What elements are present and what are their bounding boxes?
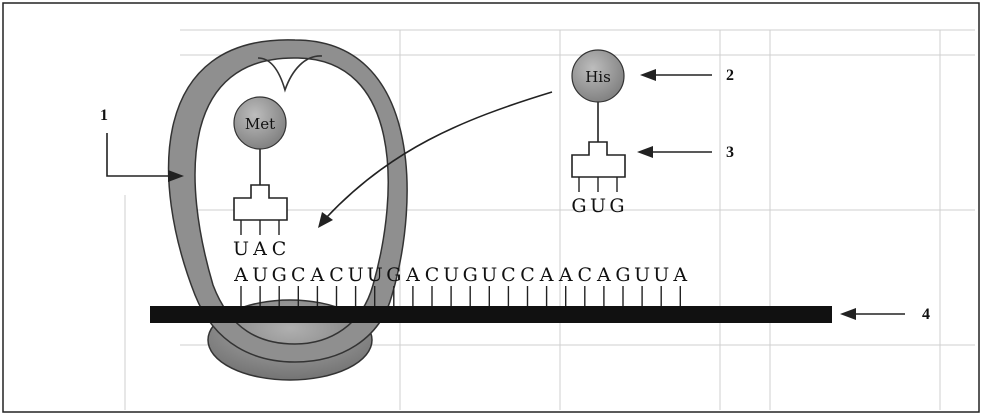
mrna-base: C <box>520 264 535 286</box>
mrna-base: A <box>558 264 573 286</box>
mrna-base: A <box>405 264 420 286</box>
mrna-base: A <box>310 264 325 286</box>
anticodon-base: G <box>571 195 586 217</box>
mrna-base: C <box>501 264 516 286</box>
mrna-base: C <box>291 264 306 286</box>
mrna-base: G <box>386 264 401 286</box>
mrna-base: A <box>672 264 687 286</box>
mrna-base: A <box>233 264 248 286</box>
mrna-base: U <box>348 264 364 286</box>
mrna-base: U <box>367 264 383 286</box>
callout-4-label: 4 <box>922 306 930 323</box>
mrna-base: G <box>615 264 630 286</box>
mrna-base: U <box>653 264 669 286</box>
mrna-base: U <box>252 264 268 286</box>
callout-1-label: 1 <box>100 107 108 124</box>
anticodon-base: A <box>252 238 267 260</box>
mrna-base: U <box>481 264 497 286</box>
mrna-base: C <box>329 264 344 286</box>
anticodon-base: C <box>272 238 287 260</box>
mrna-base: A <box>539 264 554 286</box>
mrna-base: C <box>425 264 440 286</box>
anticodon-base: G <box>609 195 624 217</box>
callout-2-label: 2 <box>726 67 734 84</box>
mrna-strand <box>150 306 832 323</box>
mrna-base: C <box>578 264 593 286</box>
mrna-base: A <box>596 264 611 286</box>
mrna-base: G <box>272 264 287 286</box>
anticodon-base: U <box>233 238 249 260</box>
mrna-base: U <box>634 264 650 286</box>
figure-border <box>3 3 979 412</box>
his-label: His <box>585 68 611 86</box>
callout-3-label: 3 <box>726 144 734 161</box>
met-label: Met <box>245 115 275 133</box>
anticodon-base: U <box>590 195 606 217</box>
mrna-base: U <box>443 264 459 286</box>
mrna-base: G <box>463 264 478 286</box>
